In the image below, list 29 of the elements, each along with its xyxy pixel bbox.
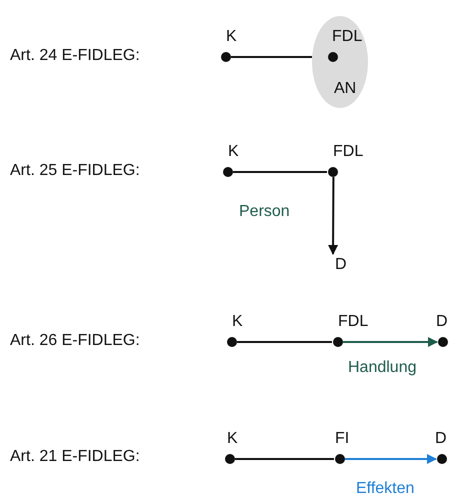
point-node bbox=[435, 430, 448, 465]
article-label: Art. 25 E-FIDLEG: bbox=[10, 162, 140, 180]
connector-line bbox=[233, 171, 327, 173]
article-label: Art. 26 E-FIDLEG: bbox=[10, 332, 140, 350]
arrow bbox=[345, 454, 437, 464]
connector-line bbox=[237, 341, 332, 343]
article-label: Art. 21 E-FIDLEG: bbox=[10, 448, 140, 466]
edge-label: Handlung bbox=[347, 359, 418, 377]
node-label: K bbox=[226, 28, 237, 46]
node-label: FDL bbox=[333, 143, 364, 161]
node-label: FDL bbox=[332, 28, 362, 46]
arrow bbox=[343, 337, 438, 347]
node-label: D bbox=[435, 430, 447, 448]
article-label: Art. 24 E-FIDLEG: bbox=[10, 47, 140, 65]
node-label: FDL bbox=[338, 313, 368, 331]
point-node bbox=[333, 313, 371, 348]
node-label: AN bbox=[334, 80, 356, 98]
node-label: K bbox=[228, 143, 239, 161]
point-node bbox=[328, 143, 366, 178]
ellipse-node bbox=[312, 16, 368, 108]
point-node bbox=[436, 313, 449, 348]
arrow bbox=[328, 176, 338, 255]
node-label: K bbox=[232, 313, 243, 331]
connector-line bbox=[231, 56, 312, 58]
node-label: D bbox=[335, 256, 347, 274]
node-label: FI bbox=[335, 430, 350, 448]
node-label: K bbox=[227, 430, 238, 448]
connector-line bbox=[235, 458, 334, 460]
node-label: D bbox=[436, 313, 448, 331]
